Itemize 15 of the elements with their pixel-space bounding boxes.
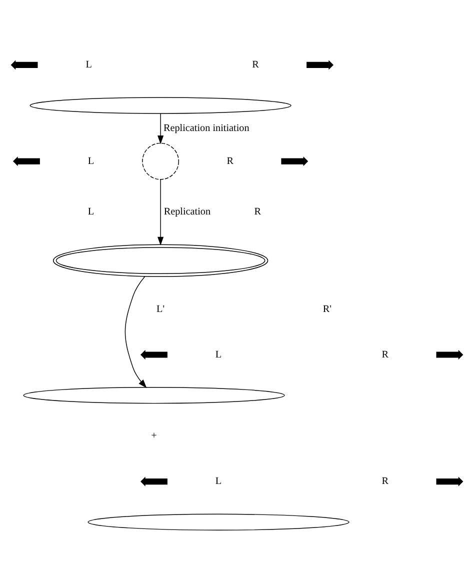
label: R [254,206,262,218]
label: R [382,476,389,488]
label: R [382,349,389,360]
label: L [215,476,222,488]
label: L [88,156,94,167]
edge-label: Replication [164,206,211,218]
edge-label: Replication initiation [163,123,250,134]
label: R [252,60,259,71]
label: L [86,60,92,71]
label: R' [322,304,332,315]
label: L [215,349,222,360]
label: R [226,156,234,167]
label: L' [156,304,165,315]
label: + [151,430,157,442]
label: L [88,206,94,218]
